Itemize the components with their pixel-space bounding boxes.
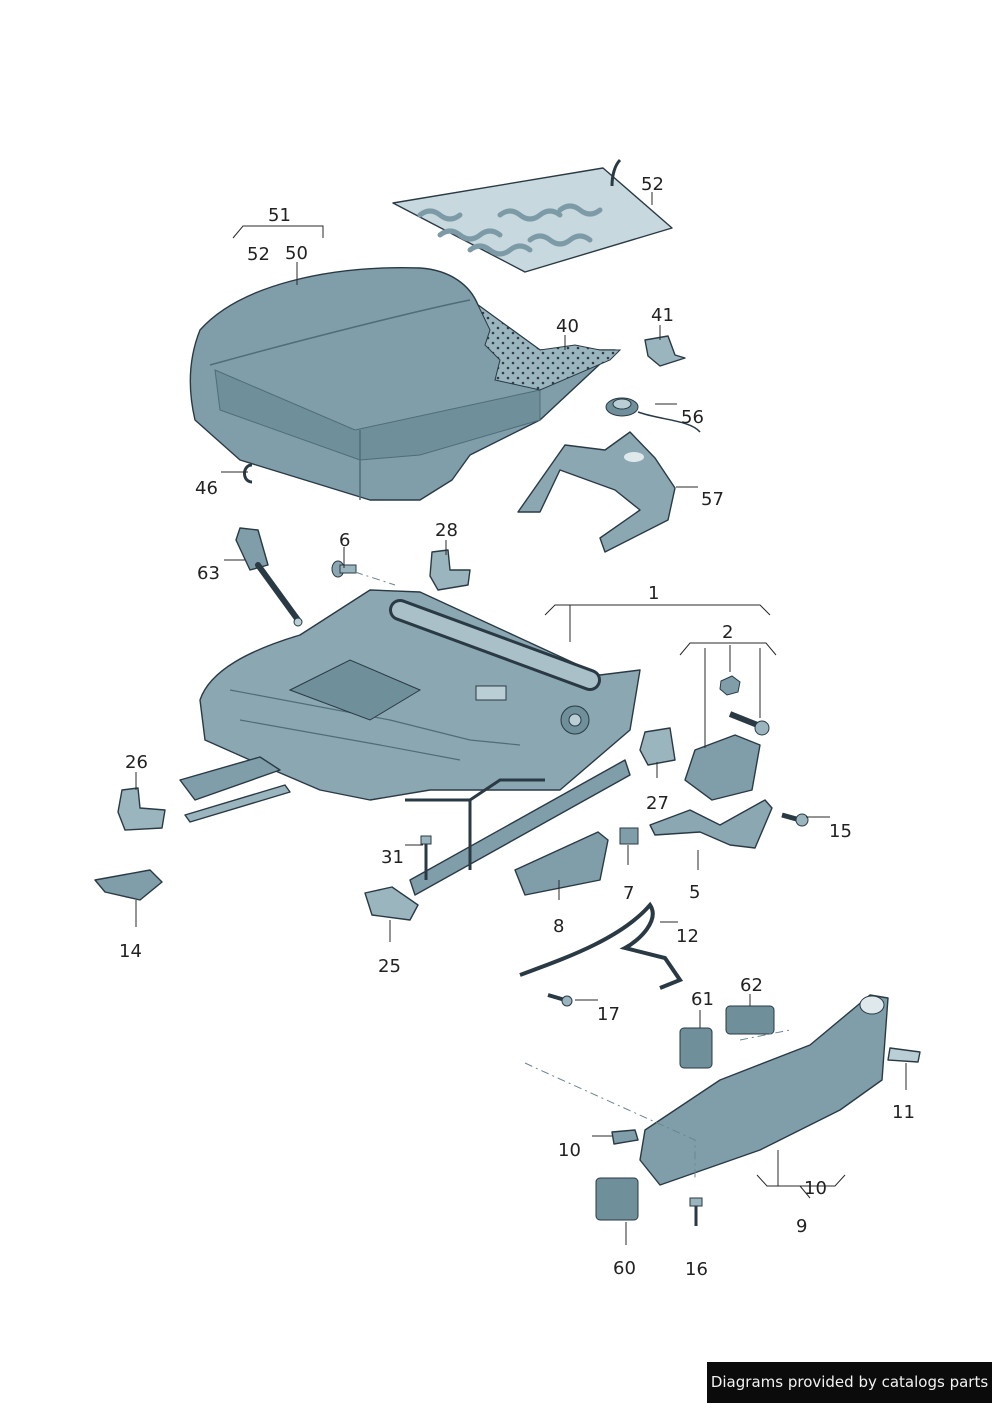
switch-61-part [679,1027,713,1069]
callout-46: 46 [195,478,218,499]
callout-31: 31 [381,847,404,868]
callout-6: 6 [339,530,351,551]
callout-17: 17 [597,1004,620,1025]
bracket-27-part [639,727,676,766]
heating-mat-part [392,158,673,273]
handle-14-part [94,869,163,901]
bracket-26-part [117,787,166,831]
clip-7-part [619,827,639,845]
callout-41: 41 [651,305,674,326]
recliner-cover-2-part [684,734,761,801]
bracket-25-part [364,886,419,921]
callout-51: 51 [268,205,291,226]
leader-lines [135,192,907,1245]
side-cover-9-part [639,994,889,1186]
clip-11-part [887,1047,921,1063]
callout-14: 14 [119,941,142,962]
trim-8-part [514,831,609,896]
callout-63: 63 [197,563,220,584]
callout-10: 10 [804,1178,827,1199]
screw-2-part [728,711,770,736]
nut-2-part [719,675,741,696]
callout-28: 28 [435,520,458,541]
callout-52-heating-mat: 52 [641,174,664,195]
callout-1: 1 [648,583,660,604]
wire-frame-12-part [519,901,684,990]
screw-17-part [547,993,573,1007]
sensor-56-part [605,397,701,433]
switch-60-part [595,1177,639,1221]
callout-12: 12 [676,926,699,947]
callout-61: 61 [691,989,714,1010]
callout-7: 7 [623,883,635,904]
callout-25: 25 [378,956,401,977]
callout-40: 40 [556,316,579,337]
bolt-6-part [331,560,357,578]
callout-62: 62 [740,975,763,996]
switch-62-part [725,1005,775,1035]
callout-27: 27 [646,793,669,814]
bracket-5-part [649,799,773,849]
callout-57: 57 [701,489,724,510]
callout-5: 5 [689,882,701,903]
clip-46-part [243,463,253,484]
clip-10-part [611,1129,639,1145]
callout-11: 11 [892,1102,915,1123]
callout-15: 15 [829,821,852,842]
callout-26: 26 [125,752,148,773]
callout-8: 8 [553,916,565,937]
screw-31-part [420,835,432,880]
clip-41-part [644,335,686,367]
bracket-28-part [429,549,471,591]
seat-belt-buckle-part [235,527,303,627]
callout-56: 56 [681,407,704,428]
callout-2: 2 [722,622,734,643]
seat-mat-57-part [517,431,676,553]
screw-16-part [689,1197,703,1226]
callout-16: 16 [685,1259,708,1280]
callout-52: 52 [247,244,270,265]
footer-credit: Diagrams provided by catalogs parts [707,1362,992,1403]
callout-10-clip: 10 [558,1140,581,1161]
assembly-lines [354,571,791,1180]
callout-60: 60 [613,1258,636,1279]
seat-cushion-part [189,267,622,501]
screw-15-part [781,812,809,827]
seat-frame-part [179,589,641,896]
callout-50: 50 [285,243,308,264]
callout-9: 9 [796,1216,808,1237]
